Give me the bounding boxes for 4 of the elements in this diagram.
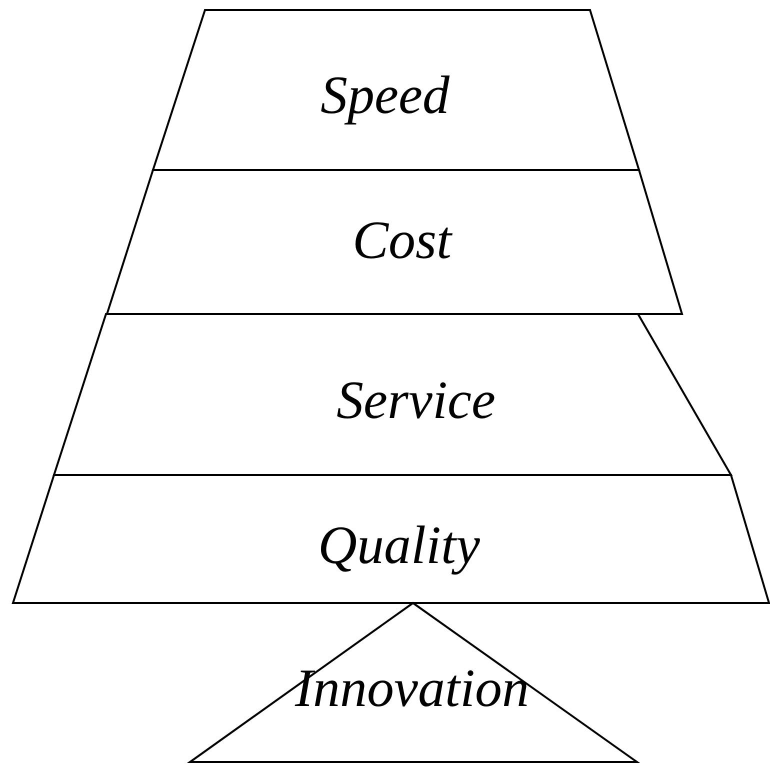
node-label: Service [336,373,496,427]
node-label: Innovation [295,661,529,715]
node-label: Cost [352,213,452,267]
node-label: Speed [320,68,450,122]
